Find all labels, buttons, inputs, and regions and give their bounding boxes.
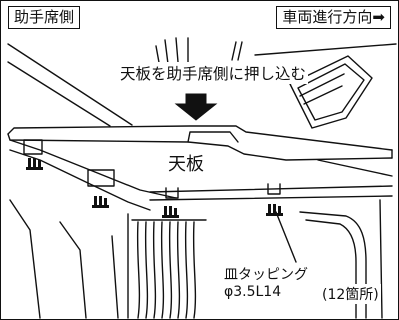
push-mark-3 — [175, 37, 179, 63]
bracket-2 — [87, 169, 115, 187]
roof-line-left-2 — [7, 61, 111, 127]
curtain-7 — [184, 221, 189, 319]
down-arrow-icon — [174, 93, 218, 121]
window-right-frame — [299, 211, 367, 319]
roof-line-left — [7, 43, 133, 126]
bracket-4 — [267, 183, 281, 195]
pillar-right — [379, 199, 383, 319]
instruction-label: 天板を助手席側に押し込む — [118, 62, 309, 84]
hatch-line-1 — [299, 73, 345, 97]
hatch-inner — [297, 63, 365, 121]
push-mark-2 — [164, 39, 169, 65]
panel-label: 天板 — [168, 154, 204, 175]
pillar-left-2 — [59, 221, 87, 319]
pillar-left — [9, 199, 41, 319]
push-mark-5 — [231, 41, 237, 61]
push-mark-6 — [237, 41, 243, 61]
right-rail — [317, 159, 393, 177]
screw-spec-label: φ3.5L14 — [222, 284, 284, 300]
screw-count-label: (12箇所) — [320, 284, 381, 304]
hatch-line-2 — [303, 85, 343, 105]
panel-front-lip — [187, 131, 239, 143]
curtain-8 — [192, 221, 197, 319]
hatch-outline — [289, 55, 373, 129]
window-right-inner — [305, 219, 357, 319]
curtain-5 — [168, 221, 173, 319]
front-rail-2 — [149, 195, 393, 201]
curtain-3 — [152, 221, 157, 319]
curtain-6 — [176, 221, 181, 319]
fastener-3 — [162, 206, 179, 218]
curtain-2 — [144, 221, 149, 319]
front-rail — [149, 185, 393, 193]
leader-line — [275, 211, 297, 263]
pillar-left-3 — [111, 235, 119, 319]
fastener-1 — [26, 158, 43, 170]
panel-top-edge — [7, 125, 393, 151]
fastener-2 — [92, 196, 109, 208]
side-rail-left-2 — [9, 149, 151, 211]
bracket-1 — [23, 139, 43, 155]
screw-clip-icon — [26, 158, 283, 218]
passenger-side-label: 助手席側 — [8, 6, 81, 29]
screw-name-label: 皿タッピング — [222, 264, 310, 284]
direction-label: 車両進行方向➡ — [276, 6, 391, 29]
curtain-4 — [160, 221, 165, 319]
fastener-4 — [266, 204, 283, 216]
curtain-1 — [136, 221, 141, 319]
bracket-3 — [165, 187, 179, 199]
roof-line-right — [254, 43, 397, 56]
